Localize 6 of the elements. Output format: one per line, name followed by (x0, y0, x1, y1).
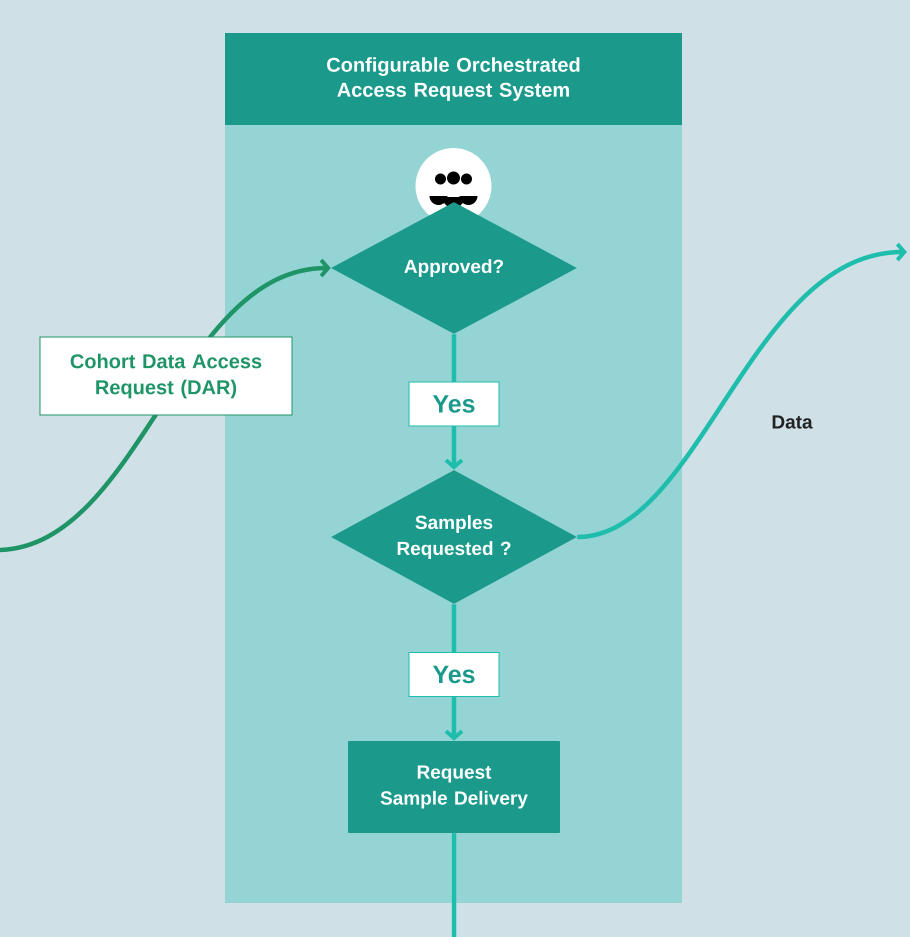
edge-label: Yes (408, 382, 500, 426)
request-label: Cohort Data Access Request (DAR) (40, 336, 292, 416)
process-box: Request Sample Delivery (348, 741, 560, 833)
arrow (576, 242, 907, 540)
edge-label: Yes (408, 652, 500, 697)
edge-label: Data (772, 415, 813, 429)
